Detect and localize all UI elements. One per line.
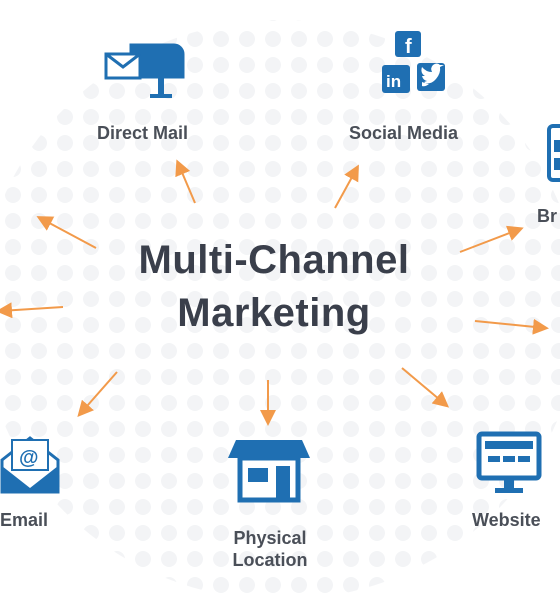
arrow-to-social-media (334, 164, 359, 209)
store-icon (228, 440, 310, 503)
arrow-to-left (0, 302, 64, 319)
diagram-title-line1: Multi-Channel (138, 238, 410, 282)
arrow-to-direct-mail (175, 159, 196, 204)
svg-text:f: f (405, 36, 412, 58)
label-brand-cropped: Br (537, 206, 558, 226)
svg-text:in: in (386, 72, 401, 91)
brand-icon (547, 124, 560, 182)
label-email: Email (0, 510, 49, 530)
website-icon (476, 431, 542, 493)
arrow-to-email (77, 371, 118, 418)
arrow-to-brand (459, 225, 524, 253)
social-media-icon: f in (382, 31, 445, 93)
mailbox-icon (104, 43, 185, 98)
arrow-to-right (474, 318, 549, 335)
label-physical-line1: Physical (233, 528, 307, 548)
label-physical-location: Physical Location (218, 527, 322, 571)
label-direct-mail: Direct Mail (97, 123, 189, 143)
label-website: Website (472, 510, 541, 530)
arrow-to-website (401, 367, 450, 408)
diagram-title-line2: Marketing (177, 291, 371, 335)
arrow-to-upper-left (36, 216, 97, 249)
label-physical-line2: Location (232, 550, 308, 570)
email-icon: @ (0, 436, 60, 494)
svg-text:@: @ (19, 447, 39, 469)
label-social-media: Social Media (349, 123, 459, 143)
